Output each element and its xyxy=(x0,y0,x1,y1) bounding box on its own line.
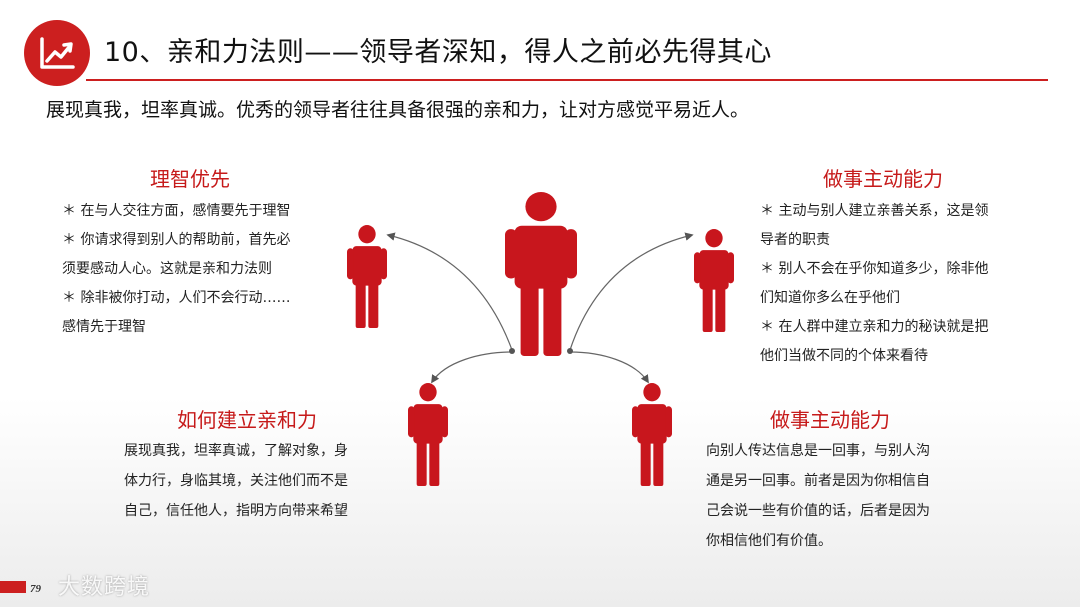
text-line: 体力行，身临其境，关注他们而不是 xyxy=(124,473,348,489)
bullet-line: ＊ 在与人交往方面，感情要先于理智 xyxy=(62,203,291,219)
page-title: 10、亲和力法则——领导者深知，得人之前必先得其心 xyxy=(104,37,772,68)
person-icon-bottom-left xyxy=(408,383,448,486)
text-line: 向别人传达信息是一回事，与别人沟 xyxy=(706,443,930,459)
bullets-top-left: ＊ 在与人交往方面，感情要先于理智 ＊ 你请求得到别人的帮助前，首先必 须要感动… xyxy=(62,197,290,342)
bullet-line: 感情先于理智 xyxy=(62,319,146,335)
bullet-line: 导者的职责 xyxy=(760,232,830,248)
person-icon-top-right xyxy=(694,229,734,332)
footer-accent xyxy=(0,581,26,593)
text-line: 己会说一些有价值的话，后者是因为 xyxy=(706,503,930,519)
background-fade xyxy=(0,397,1080,607)
bullet-line: ＊ 除非被你打动，人们不会行动…… xyxy=(62,290,291,306)
heading-bottom-right: 做事主动能力 xyxy=(770,408,890,432)
heading-top-right: 做事主动能力 xyxy=(823,167,943,191)
text-line: 通是另一回事。前者是因为你相信自 xyxy=(706,473,930,489)
page-subtitle: 展现真我，坦率真诚。优秀的领导者往往具备很强的亲和力，让对方感觉平易近人。 xyxy=(46,99,750,121)
text-line: 你相信他们有价值。 xyxy=(706,533,832,549)
bullets-top-right: ＊ 主动与别人建立亲善关系，这是领 导者的职责 ＊ 别人不会在乎你知道多少，除非… xyxy=(760,197,988,371)
heading-top-left: 理智优先 xyxy=(150,167,230,191)
bullet-line: ＊ 你请求得到别人的帮助前，首先必 xyxy=(62,232,291,248)
person-icon-bottom-right xyxy=(632,383,672,486)
text-bottom-left: 展现真我，坦率真诚，了解对象，身 体力行，身临其境，关注他们而不是 自己，信任他… xyxy=(124,436,348,526)
page-number: 79 xyxy=(30,583,41,595)
bullet-line: ＊ 在人群中建立亲和力的秘诀就是把 xyxy=(760,319,989,335)
person-icon-center xyxy=(505,192,577,356)
bullet-line: 们知道你多么在乎他们 xyxy=(760,290,900,306)
text-line: 展现真我，坦率真诚，了解对象，身 xyxy=(124,443,348,459)
watermark: 大数跨境 xyxy=(58,575,151,600)
bullet-line: 须要感动人心。这就是亲和力法则 xyxy=(62,261,272,277)
bullet-line: ＊ 别人不会在乎你知道多少，除非他 xyxy=(760,261,989,277)
logo-badge xyxy=(24,20,90,86)
title-underline xyxy=(86,79,1048,81)
text-line: 自己，信任他人，指明方向带来希望 xyxy=(124,503,348,519)
bullet-line: 他们当做不同的个体来看待 xyxy=(760,348,928,364)
text-bottom-right: 向别人传达信息是一回事，与别人沟 通是另一回事。前者是因为你相信自 己会说一些有… xyxy=(706,436,930,556)
bullet-line: ＊ 主动与别人建立亲善关系，这是领 xyxy=(760,203,989,219)
person-icon-top-left xyxy=(347,225,387,328)
trend-chart-icon xyxy=(40,37,75,69)
heading-bottom-left: 如何建立亲和力 xyxy=(177,408,317,432)
